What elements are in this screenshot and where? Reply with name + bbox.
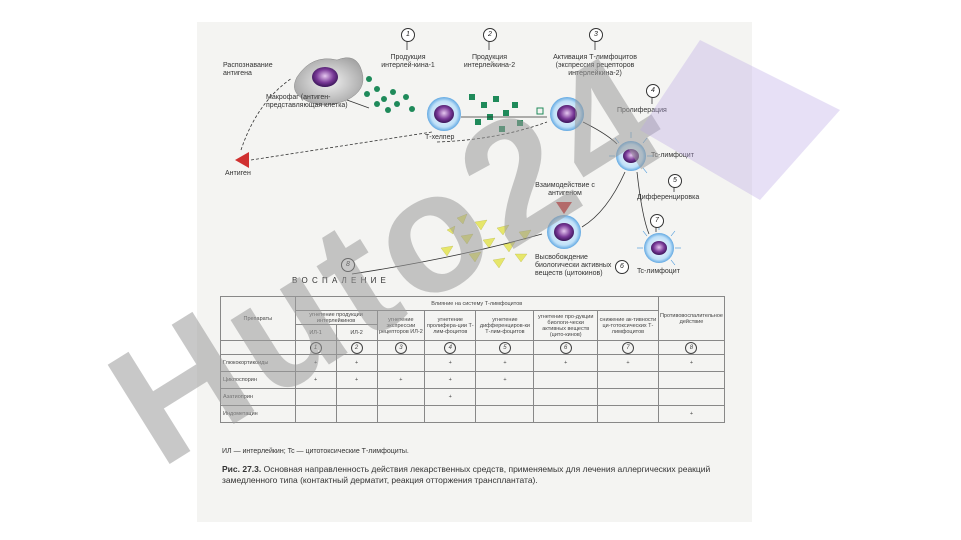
label-activation: Активация Т-лимфоцитов (экспрессия рецеп… xyxy=(553,54,637,77)
header-antiinflammatory: Противовоспалительное действие xyxy=(657,296,726,341)
label-proliferation: Пролиферация xyxy=(617,107,667,114)
header-drugs: Препараты xyxy=(220,296,296,341)
header-col-6: угнетение про-дукции биологи-чески актив… xyxy=(533,310,598,341)
immune-response-diagram xyxy=(235,40,681,275)
tc-lymphocyte-cell-1 xyxy=(609,132,653,174)
caption-label: Рис. 27.3. xyxy=(222,464,262,474)
footnote: ИЛ — интерлейкин; Tc — цитотоксические Т… xyxy=(222,448,409,455)
step-number-5: 5 xyxy=(668,174,682,188)
label-il1-production: Продукция интерлей-кина-1 xyxy=(381,54,435,69)
antigen-triangle xyxy=(235,152,249,168)
header-col-7: снижение ак-тивности ци-тотоксических Т-… xyxy=(597,310,659,341)
header-col-5: угнетение дифференциров-ки Т-лим-фоцитов xyxy=(475,310,535,341)
flow-arrows xyxy=(240,40,675,275)
label-t-helper: Т-хелпер xyxy=(425,134,455,141)
il1-dots xyxy=(364,76,415,113)
header-influence: Влияние на систему Т-лимфоцитов xyxy=(294,296,659,311)
label-release: Высвобождение биологически активных веще… xyxy=(535,254,612,277)
label-differentiation: Дифференцировка xyxy=(637,194,700,201)
label-recognition: Распознавание антигена xyxy=(223,62,273,77)
figure-caption: Рис. 27.3. Основная направленность дейст… xyxy=(222,464,732,486)
table-row: Циклоспорин ++ ++ + xyxy=(220,371,726,389)
step-number-6: 6 xyxy=(615,260,629,274)
header-col-4: угнетение пролифера-ции Т-лим-фоцитов xyxy=(424,310,477,341)
table-row: Индометацин + xyxy=(220,405,726,423)
table-row: Азатиоприн + xyxy=(220,388,726,406)
label-antigen: Антиген xyxy=(225,170,251,177)
antigen-triangle-2 xyxy=(556,202,572,214)
cytokine-triangles xyxy=(440,213,532,269)
caption-text: Основная направленность действия лекарст… xyxy=(222,464,711,485)
il2-squares xyxy=(469,94,544,132)
column-numbers-row: 1 2 3 4 5 6 7 8 xyxy=(220,340,726,355)
step-number-2: 2 xyxy=(483,28,497,42)
table-row: Глюкокортикоиды ++ + ++ ++ xyxy=(220,354,726,372)
step-number-7: 7 xyxy=(650,214,664,228)
label-interaction: Взаимодействие с антигеном xyxy=(535,182,595,197)
drug-effects-table: Препараты Влияние на систему Т-лимфоцито… xyxy=(220,296,726,423)
header-il-suppression: угнетение продукции интерлейкинов xyxy=(294,310,378,325)
step-number-1: 1 xyxy=(401,28,415,42)
step-number-8: 8 xyxy=(341,258,355,272)
step-number-4: 4 xyxy=(646,84,660,98)
label-macrophage: Макрофаг (антиген-представляющая клетка) xyxy=(266,94,348,109)
label-inflammation: В О С П А Л Е Н И Е xyxy=(292,276,387,285)
header-il1: ИЛ-1 xyxy=(294,324,337,341)
step-number-3: 3 xyxy=(589,28,603,42)
header-il2: ИЛ-2 xyxy=(335,324,378,341)
textbook-page: Распознавание антигена Макрофаг (антиген… xyxy=(197,22,752,522)
macrophage-nucleus xyxy=(312,67,338,87)
label-tc-lymphocyte-1: Tc-лимфоцит xyxy=(651,152,694,159)
header-col-3: угнетение экспрессии рецепторов ИЛ-2 xyxy=(376,310,426,341)
label-tc-lymphocyte-2: Tc-лимфоцит xyxy=(637,268,680,275)
label-il2-production: Продукция интерлейкина-2 xyxy=(463,54,516,69)
